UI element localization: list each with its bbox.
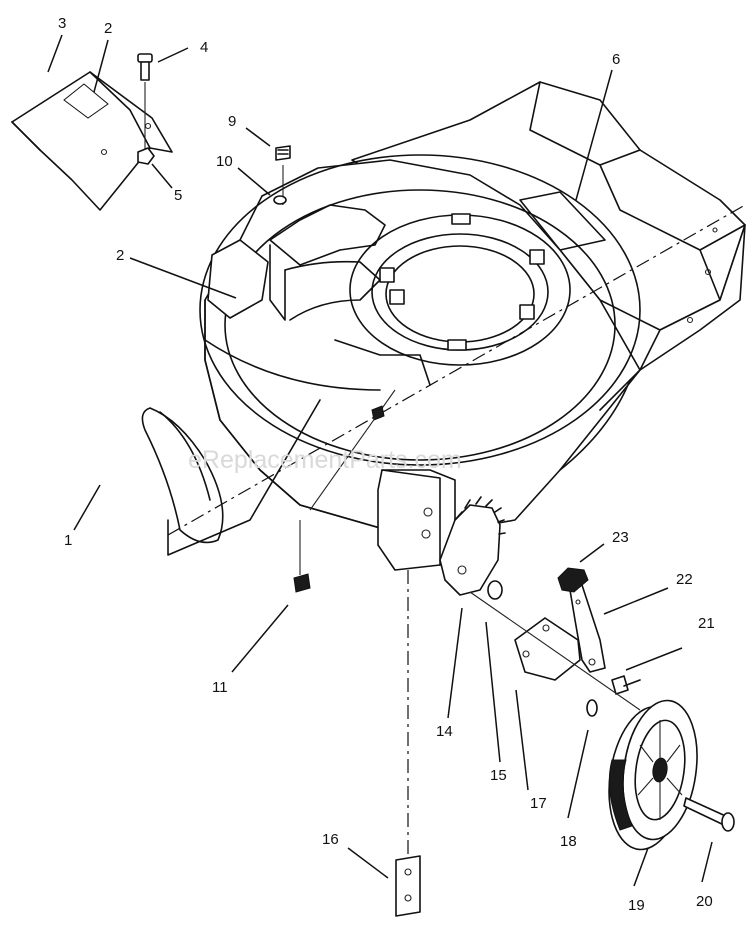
mower-deck bbox=[199, 81, 746, 571]
callout-22: 22 bbox=[676, 571, 693, 588]
bolt-part-21 bbox=[611, 675, 641, 695]
callout-2-left: 2 bbox=[116, 247, 124, 264]
callout-5: 5 bbox=[174, 187, 182, 204]
callout-10: 10 bbox=[216, 153, 233, 170]
bolt-part-4 bbox=[137, 53, 153, 150]
bolt-part-9 bbox=[275, 145, 291, 205]
lever-knob-part-23 bbox=[557, 567, 589, 593]
callout-6: 6 bbox=[612, 51, 620, 68]
watermark: eReplacementParts.com bbox=[188, 446, 462, 474]
washer-part-15 bbox=[487, 580, 503, 600]
callout-20: 20 bbox=[696, 893, 713, 910]
washer-part-10 bbox=[273, 195, 287, 205]
callout-19: 19 bbox=[628, 897, 645, 914]
callout-2-top: 2 bbox=[104, 20, 112, 37]
callout-17: 17 bbox=[530, 795, 547, 812]
callout-14: 14 bbox=[436, 723, 453, 740]
axle-bracket-part-17 bbox=[514, 617, 581, 681]
callout-numbers: 3 2 4 5 6 9 10 2 1 11 14 15 16 17 18 19 … bbox=[58, 15, 715, 914]
plate-part-16 bbox=[395, 570, 421, 917]
callout-18: 18 bbox=[560, 833, 577, 850]
nut-part-5 bbox=[137, 147, 155, 165]
height-lever-part-22 bbox=[569, 584, 606, 673]
clip-part-11 bbox=[293, 405, 385, 593]
callout-9: 9 bbox=[228, 113, 236, 130]
washer-part-18 bbox=[586, 699, 598, 717]
height-plate-part-14 bbox=[439, 496, 506, 596]
axle-bolt-part-20 bbox=[683, 797, 735, 832]
wheel-part-19 bbox=[608, 699, 698, 851]
callout-11: 11 bbox=[212, 679, 228, 696]
callout-16: 16 bbox=[322, 831, 339, 848]
callout-21: 21 bbox=[698, 615, 715, 632]
shield-part-3 bbox=[11, 71, 173, 211]
callout-15: 15 bbox=[490, 767, 507, 784]
callout-4: 4 bbox=[200, 39, 208, 56]
callout-1: 1 bbox=[64, 532, 72, 549]
bumper-tube-part-1 bbox=[141, 407, 224, 544]
leader-lines bbox=[47, 34, 713, 887]
callout-23: 23 bbox=[612, 529, 629, 546]
callout-3: 3 bbox=[58, 15, 66, 32]
